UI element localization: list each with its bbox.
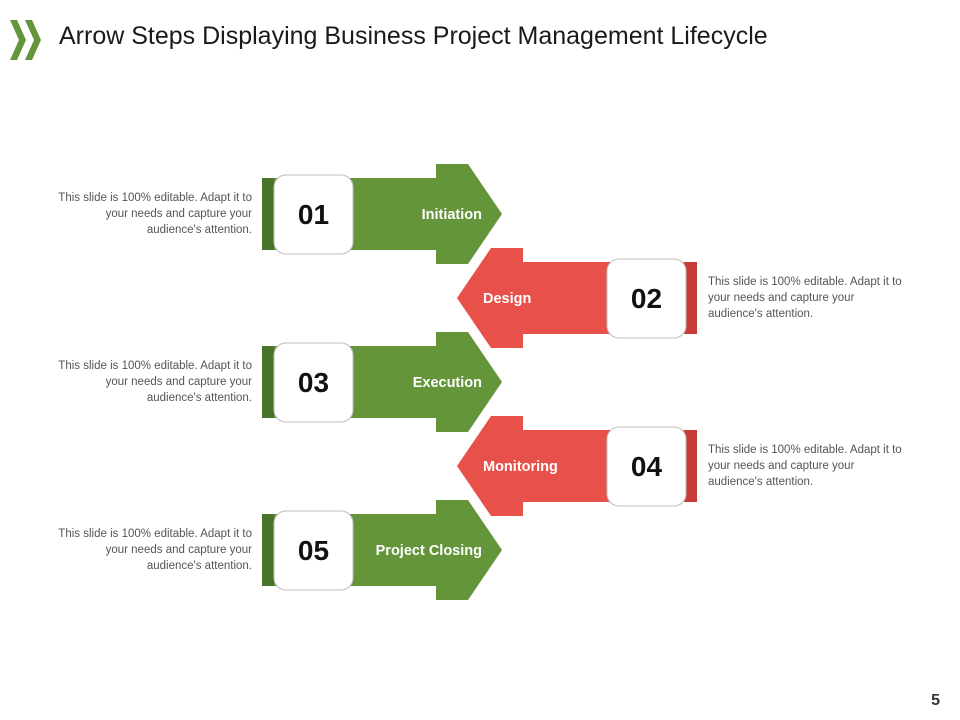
- arrow-tail-strip: [262, 514, 274, 586]
- step-05: 05 Project Closing: [262, 500, 502, 600]
- arrow-tail-strip: [262, 178, 274, 250]
- step-number: 01: [298, 199, 329, 230]
- step-number-box: [273, 510, 354, 591]
- step-04: 04 Monitoring: [457, 416, 697, 516]
- arrow-tail-strip: [685, 262, 697, 334]
- step-description: This slide is 100% editable. Adapt it to…: [708, 276, 902, 320]
- step-number: 03: [298, 367, 329, 398]
- step-01: 01 Initiation: [262, 164, 502, 264]
- step-label: Design: [483, 291, 531, 307]
- step-label: Project Closing: [376, 543, 482, 559]
- arrow-tail-strip: [685, 430, 697, 502]
- step-label: Initiation: [422, 207, 482, 223]
- step-description: This slide is 100% editable. Adapt it to…: [708, 444, 902, 488]
- step-number: 02: [631, 283, 662, 314]
- double-chevron-icon: [10, 20, 41, 60]
- page-number: 5: [931, 692, 940, 709]
- step-number: 05: [298, 535, 329, 566]
- step-02: 02 Design: [457, 248, 697, 348]
- step-number: 04: [631, 451, 663, 482]
- step-number-box: [273, 174, 354, 255]
- page-title: Arrow Steps Displaying Business Project …: [59, 22, 768, 50]
- step-number-box: [273, 342, 354, 423]
- step-description: This slide is 100% editable. Adapt it to…: [58, 192, 252, 236]
- step-label: Execution: [413, 375, 482, 391]
- step-label: Monitoring: [483, 459, 558, 475]
- step-number-box: [606, 426, 687, 507]
- step-description: This slide is 100% editable. Adapt it to…: [58, 528, 252, 572]
- arrow-tail-strip: [262, 346, 274, 418]
- step-number-box: [606, 258, 687, 339]
- step-03: 03 Execution: [262, 332, 502, 432]
- step-description: This slide is 100% editable. Adapt it to…: [58, 360, 252, 404]
